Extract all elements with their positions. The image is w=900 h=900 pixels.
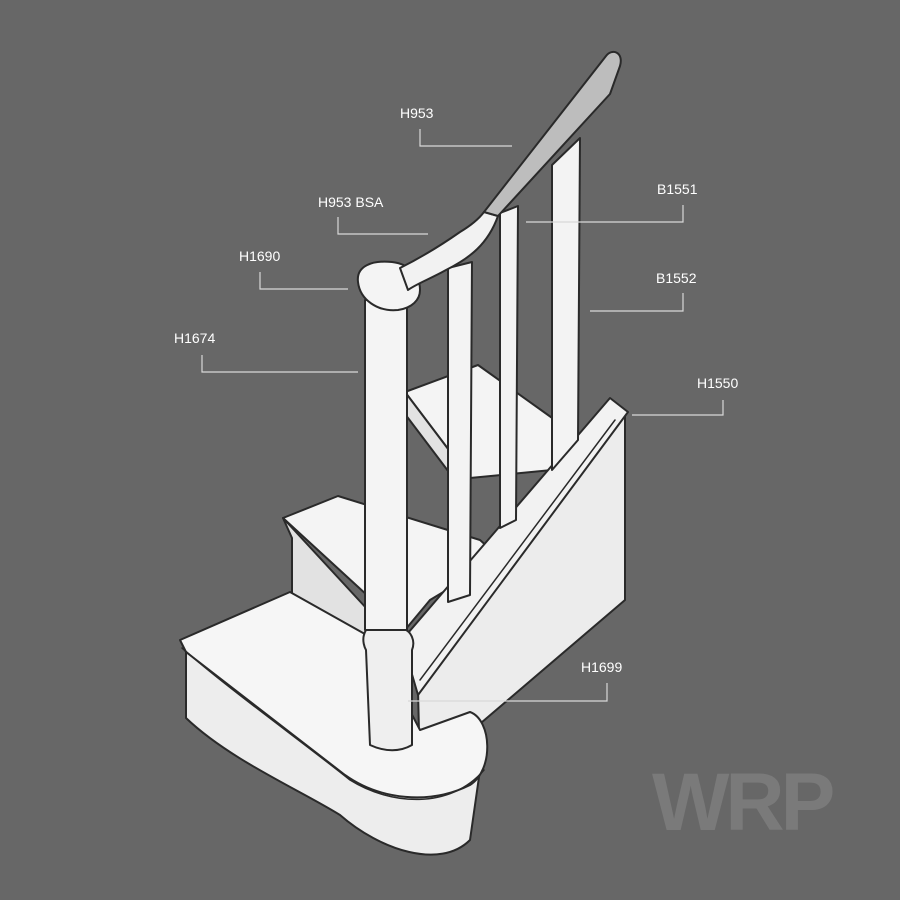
- newel-shaft: [364, 299, 408, 631]
- leader-b1552: [590, 293, 684, 312]
- baluster-2: [499, 205, 519, 529]
- callout-h1674: H1674: [174, 330, 216, 346]
- wrp-watermark-logo: WRP: [652, 757, 835, 848]
- handrail-main: [483, 50, 622, 217]
- callout-h1550: H1550: [697, 375, 739, 391]
- string-capping-h1550: [401, 397, 629, 696]
- callout-h1690: H1690: [239, 248, 281, 264]
- leader-h1699: [408, 683, 608, 702]
- callout-h953-bsa: H953 BSA: [318, 194, 384, 210]
- leader-h1550: [632, 400, 724, 416]
- callout-h1699: H1699: [581, 659, 623, 675]
- baluster-1: [447, 261, 473, 603]
- leader-h1690: [259, 272, 348, 290]
- newel-base: [362, 629, 415, 752]
- bottom-tread-nosing: [181, 647, 485, 801]
- callout-b1552: B1552: [656, 270, 697, 286]
- leader-h953: [419, 129, 512, 147]
- callout-b1551: B1551: [657, 181, 698, 197]
- leader-h953-bsa: [337, 217, 428, 235]
- baluster-3: [551, 137, 581, 471]
- callout-h953: H953: [400, 105, 434, 121]
- leader-h1674: [201, 355, 358, 373]
- leader-b1551: [526, 205, 684, 223]
- leader-lines: [201, 129, 724, 702]
- string-capping-groove: [419, 419, 616, 681]
